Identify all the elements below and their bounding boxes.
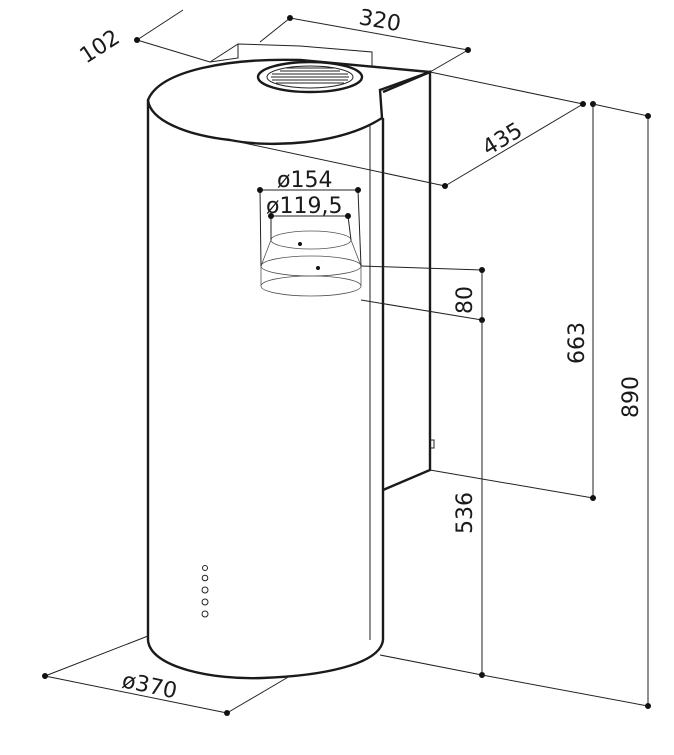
spigot-center-dot [316,266,320,270]
hood-body [146,43,435,680]
top-vent-grille [256,60,364,94]
dim-80-start [479,267,485,273]
label-outlet-height: 80 [453,286,478,314]
dim-320-end [465,47,471,53]
dim-435-ext-back [429,71,584,105]
dim-370-end [224,710,230,716]
dim-320-line [289,17,469,51]
vent-slats [271,67,349,84]
dim-890-ext-top [592,103,649,117]
label-top-depth: 102 [76,25,125,69]
dimension-labels: 102 320 435 ø154 ø119,5 80 663 890 536 ø… [76,5,644,704]
spigot-left-side [260,239,272,286]
control-button-3 [201,586,209,594]
dim-1195-start [268,213,274,219]
dim-435-line [444,103,584,187]
spigot-top-dot [298,242,302,246]
spigot-top-ellipse [270,230,352,250]
dim-320-ext-left [259,17,291,43]
dim-435-end [580,101,586,107]
control-buttons [201,565,209,618]
spigot-bottom-ellipse [260,275,362,297]
hood-top-outline [146,58,431,146]
label-top-width: 320 [357,5,403,37]
dim-370-ext-left [44,635,149,677]
dimension-lines [42,9,651,716]
dim-154-start [257,187,263,193]
control-button-5 [201,610,209,618]
label-body-diameter: ø370 [120,668,179,704]
dim-102-end [134,37,140,43]
label-outlet-inner-diameter: ø119,5 [266,194,342,219]
dim-435-ext-front [229,139,446,187]
dim-80-ext-top [360,265,483,271]
control-button-1 [202,565,208,571]
label-side-depth: 435 [478,118,527,161]
dim-663-ext-bottom [429,469,594,499]
dim-890-end [645,703,651,709]
hood-top-motor-block [209,43,431,73]
label-total-height: 890 [619,376,644,418]
label-chimney-height: 663 [565,322,590,364]
dim-154-ext-left [259,189,262,267]
dim-663-end [590,495,596,501]
dim-80-ext-bottom [360,299,483,321]
dim-890-start [645,113,651,119]
label-outlet-outer-diameter: ø154 [277,168,332,193]
control-button-4 [201,598,209,606]
dim-370-line [44,675,228,714]
dim-154-end [355,187,361,193]
spigot-right-side [350,239,362,286]
vent-outer-ring [256,60,364,94]
hood-bottom-outline [146,639,385,680]
hood-top-motor-block-edge [209,44,239,63]
dim-154-ext-right [357,189,362,267]
control-button-2 [201,574,209,582]
outlet-spigot [260,230,362,297]
dim-435-start [442,183,448,189]
dim-102-extension [136,39,211,63]
vent-inner-ring [266,65,354,89]
hood-mounting-plate-edge [430,439,435,449]
dim-320-start [287,15,293,21]
spigot-mid-ellipse [260,255,362,277]
dim-370-ext-right [226,675,291,714]
dim-1195-end [345,213,351,219]
dim-536-ext-bottom [379,654,483,676]
dim-102-line [136,9,184,41]
dim-890-ext-bottom [481,674,649,707]
dim-1195-ext-right [347,215,352,241]
label-lower-height: 536 [453,492,478,534]
hood-mounting-plate [382,70,432,492]
dim-320-ext-right [429,49,469,73]
dim-370-start [42,673,48,679]
